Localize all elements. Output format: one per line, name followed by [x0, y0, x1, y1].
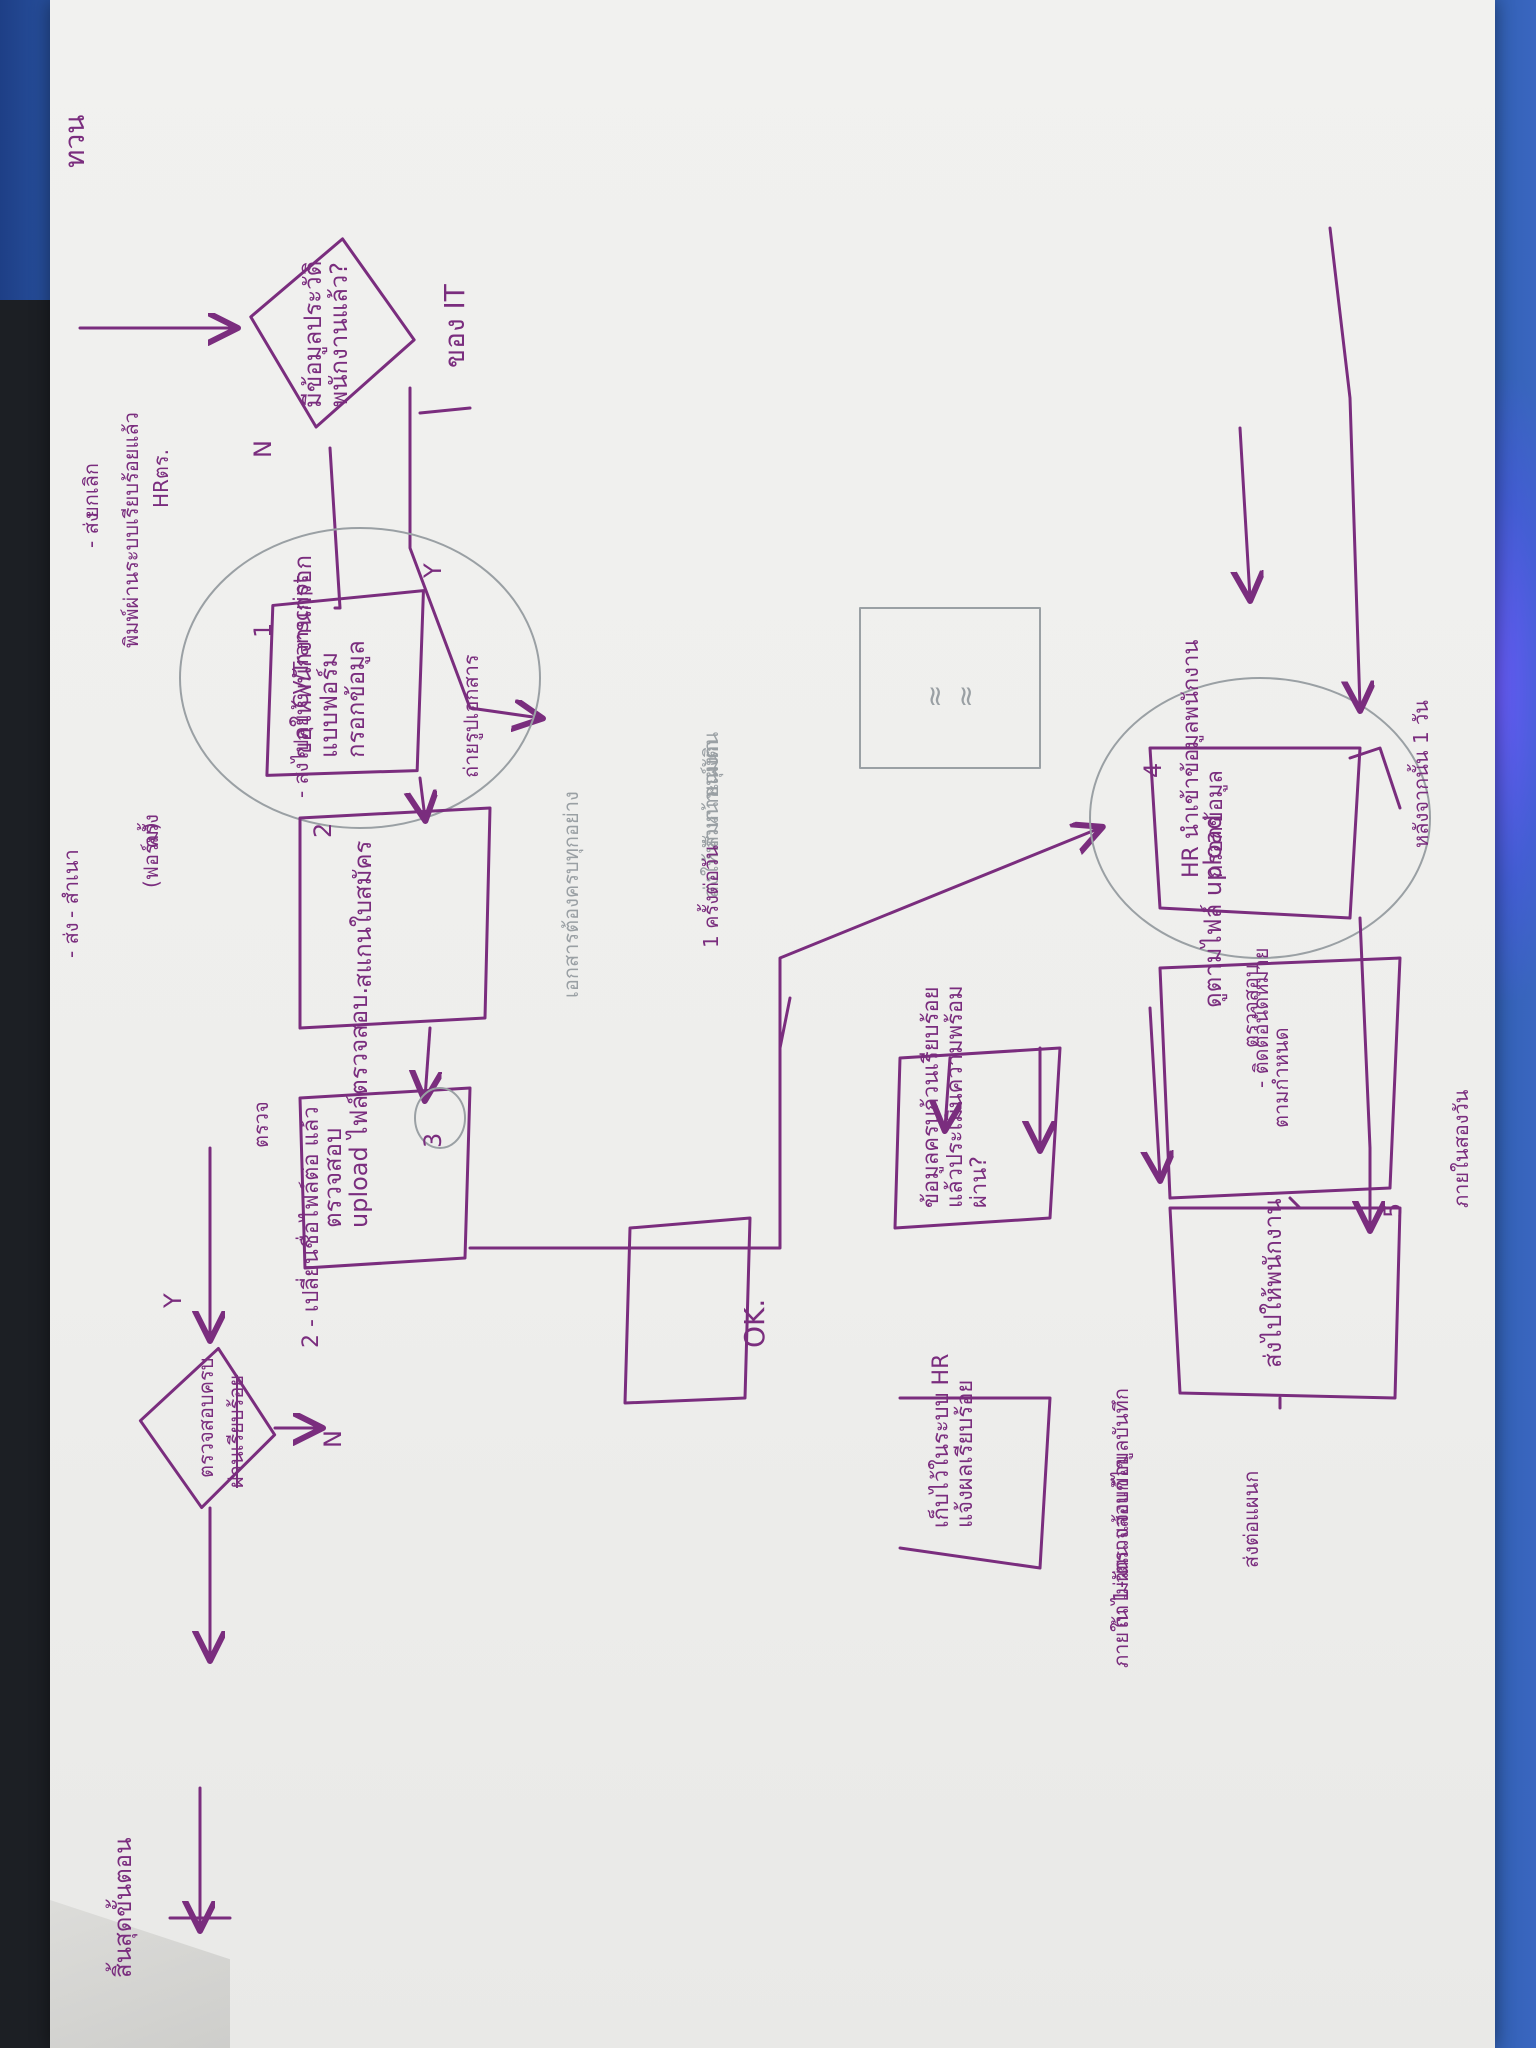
step4-upload-note: ดูตามไฟล์ upload: [1199, 814, 1227, 1008]
it-label: ของ IT: [438, 284, 471, 368]
step1-number: 1: [249, 622, 277, 638]
step7-text: OK.: [738, 1298, 771, 1348]
step8-text: เก็บไว้ในระบบ HR แจ้งผลเรียบร้อย: [929, 1353, 979, 1528]
step1-sub-note: HRตร.: [149, 448, 173, 508]
step2-text: สแกนใบสมัคร: [349, 840, 377, 988]
step5-top-note: ภายในสองวัน: [1449, 1089, 1473, 1208]
document-icon: [859, 607, 1041, 769]
step4-top-note: หลังจากนั้น 1 วัน: [1409, 700, 1433, 848]
step2-box: [298, 806, 492, 1030]
step8-box: [898, 1396, 1052, 1570]
step3-note-c: - ส่ง: [59, 922, 83, 958]
step6-side-note-c: ภายใน 1 วัน: [1109, 1558, 1133, 1668]
step1-box: [265, 589, 425, 777]
step7-box: [623, 1216, 752, 1405]
step2-note-left-b: (ฟอร์ม): [139, 822, 163, 888]
decision2-no-label: N: [319, 1430, 347, 1448]
decision2-yes-label: Y: [159, 1293, 187, 1308]
step3-text: ตรวจสอบ upload ไฟล์ตรวจสอบ.: [319, 986, 374, 1228]
document-icon-text: ≈ ≈: [918, 684, 982, 708]
step2-pencil-e: เอกสารต้องครบทุกอย่าง: [559, 791, 583, 998]
paper-sheet: [50, 0, 1495, 2048]
decision-diamond-1: [249, 237, 416, 429]
top-left-label: ทวน: [58, 114, 91, 168]
decision1-text: มีข้อมูลประวัติ พนักงานแล้ว?: [299, 260, 354, 408]
left-note-2: - ส่ง: [79, 512, 103, 548]
step8-tail-note: ส่งต่อแผนก: [1239, 1470, 1263, 1568]
step5-box: [1158, 956, 1402, 1200]
decision1-no-arrow: [328, 446, 342, 610]
decision1-no-label: N: [249, 440, 277, 458]
step5-box-main: [1168, 1206, 1402, 1400]
decision1-yes-label: Y: [419, 563, 447, 578]
decision2-text: ตรวจสอบครบ: [194, 1357, 218, 1478]
step3-note-b: - สำเนา: [59, 849, 83, 918]
step4-box: [1148, 746, 1362, 920]
return-path: [468, 828, 1100, 1250]
step5-number: 5: [1379, 1202, 1407, 1218]
step2-note-top: - ส่งไปคุย CV/Transcript: [289, 575, 313, 798]
left-note-1: ยกเลิก: [79, 462, 103, 518]
decision-diamond-2: [138, 1346, 277, 1510]
step2-pencil-d: 1 ครั้งต่อวัน: [699, 845, 723, 948]
step3-note-a: ถ่ายรูปเอกสาร: [459, 654, 483, 778]
step3-number: 3: [419, 1132, 447, 1148]
step5-text: ส่งไปให้พนักงาน: [1259, 1198, 1287, 1368]
step6-text: ข้อมูลครบถ้วนเรียบร้อย แล้วประเมินความพร…: [919, 985, 993, 1208]
decision2-crossed-text: ผ่านเรียบร้อย: [224, 1374, 248, 1488]
end-label: สิ้นสุดขั้นตอน: [109, 1837, 137, 1978]
step3-scribble: [414, 1087, 466, 1149]
step1-side-note: พิมพ์ผ่านระบบเรียบร้อยแล้ว: [119, 412, 143, 648]
step2-number: 2: [309, 822, 337, 838]
step1-circle: [179, 527, 541, 829]
step3-note-d: ตรวจ: [249, 1101, 273, 1148]
step4-number: 4: [1139, 762, 1167, 778]
step4-sub-note-c: ตามกำหนด: [1269, 1027, 1293, 1128]
step4-circle: [1089, 677, 1431, 959]
step3-box: [298, 1086, 472, 1270]
step6-box: [893, 1046, 1062, 1230]
decision1-yes-path: [408, 386, 540, 718]
step3-note-e: 2 - เปลี่ยนชื่อไฟล์ต่อ แล้ว: [299, 1106, 324, 1348]
